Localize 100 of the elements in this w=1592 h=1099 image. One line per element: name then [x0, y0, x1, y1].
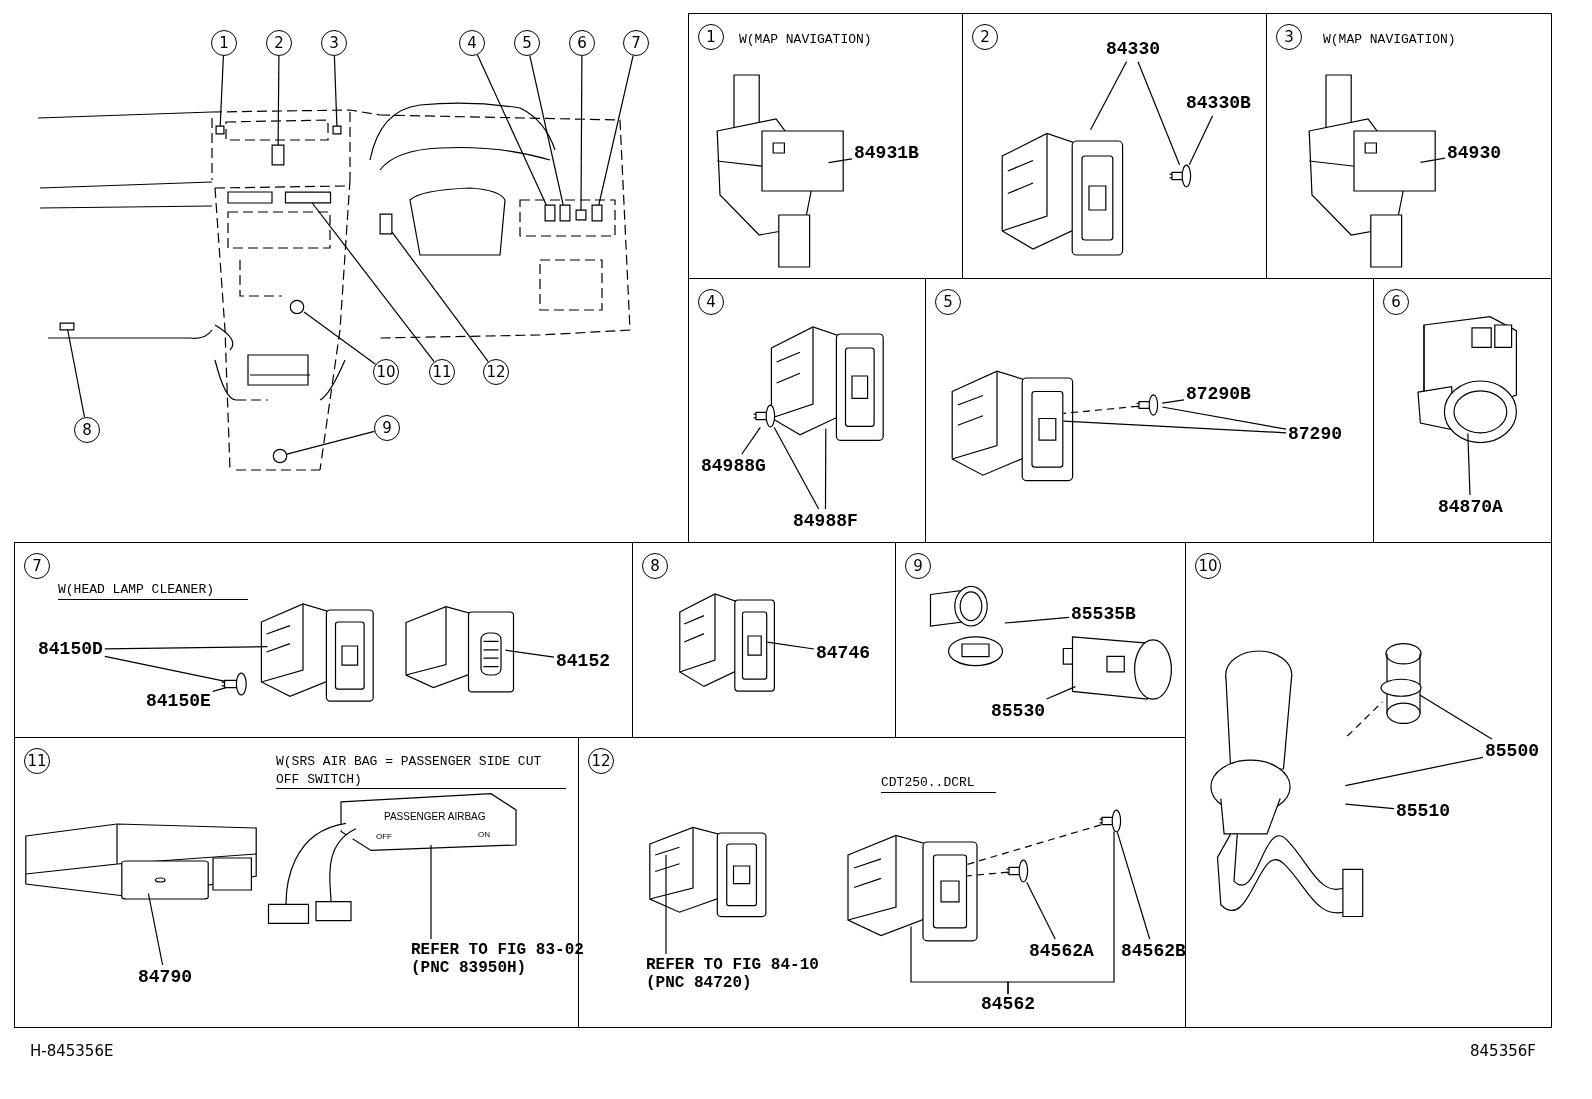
leader-line [277, 55, 280, 146]
printed-marking: OFF [376, 832, 392, 841]
leader-line [67, 329, 86, 418]
leader-line [1344, 756, 1484, 787]
reference-note: REFER TO FIG 84-10 (PNC 84720) [646, 956, 836, 993]
part-number: 85535B [1071, 604, 1136, 625]
leader-line [1007, 830, 1115, 995]
dashed-guide-line [1062, 405, 1139, 414]
callout-number: 5 [514, 30, 540, 56]
part-number: 85500 [1485, 741, 1539, 762]
leader-line [104, 655, 226, 682]
condition-note: CDT250..DCRL [881, 774, 996, 793]
leader-line [1161, 399, 1185, 404]
leader-line [219, 55, 224, 127]
leader-line [827, 158, 853, 164]
condition-note: W(HEAD LAMP CLEANER) [58, 581, 248, 600]
callout-number: 9 [905, 553, 931, 579]
switch-location-mark [560, 205, 570, 221]
callout-number: 10 [1195, 553, 1221, 579]
leader-line [741, 426, 761, 455]
part-number: 84746 [816, 643, 870, 664]
condition-note: W(MAP NAVIGATION) [739, 31, 873, 49]
part-number: 84150E [146, 691, 211, 712]
callout-number: 12 [588, 748, 614, 774]
parts-panel [1185, 542, 1552, 1028]
leader-line [333, 55, 338, 127]
leader-line [104, 646, 268, 650]
part-number: 85510 [1396, 801, 1450, 822]
switch-location-mark [290, 300, 304, 314]
leader-line [1188, 115, 1214, 166]
part-number: 84790 [138, 967, 192, 988]
callout-number: 6 [1383, 289, 1409, 315]
part-number: 84870A [1438, 497, 1503, 518]
callout-number: 5 [935, 289, 961, 315]
callout-number: 2 [266, 30, 292, 56]
part-number: 84562A [1029, 941, 1094, 962]
switch-location-mark [273, 449, 287, 463]
switch-location-mark [285, 192, 331, 203]
leader-line [286, 430, 375, 455]
leader-line [529, 55, 564, 206]
part-number: 84330 [1106, 39, 1160, 60]
callout-number: 1 [211, 30, 237, 56]
leader-line [1344, 803, 1395, 810]
callout-number: 9 [374, 415, 400, 441]
leader-line [773, 426, 820, 510]
leader-line [1116, 831, 1151, 940]
leader-line [1062, 420, 1287, 434]
leader-line [1046, 686, 1076, 700]
leader-line [1004, 616, 1070, 624]
callout-number: 1 [698, 24, 724, 50]
printed-marking: ON [478, 830, 490, 839]
leader-line [212, 687, 226, 692]
leader-line [504, 649, 555, 658]
dashed-guide-line [966, 824, 1102, 865]
leader-line [1137, 61, 1181, 166]
part-number: 84330B [1186, 93, 1251, 114]
part-number: 84152 [556, 651, 610, 672]
parts-panel [1266, 13, 1552, 279]
switch-location-mark [333, 126, 341, 134]
switch-location-mark [60, 323, 74, 330]
switch-location-mark [216, 126, 224, 134]
part-number: 84930 [1447, 143, 1501, 164]
printed-marking: PASSENGER AIRBAG [384, 811, 486, 822]
leader-line [476, 54, 547, 206]
callout-number: 4 [698, 289, 724, 315]
dashed-guide-line [966, 871, 1009, 877]
callout-number: 4 [459, 30, 485, 56]
callout-number: 12 [483, 359, 509, 385]
part-number: 84988F [793, 511, 858, 532]
callout-number: 11 [429, 359, 455, 385]
part-number: 87290B [1186, 384, 1251, 405]
leader-line [1026, 881, 1056, 940]
switch-location-mark [272, 145, 284, 165]
callout-number: 8 [74, 417, 100, 443]
switch-location-mark [592, 205, 602, 221]
condition-note: W(SRS AIR BAG = PASSENGER SIDE CUT OFF SWITCH) [276, 753, 566, 790]
leader-line [598, 55, 634, 206]
callout-number: 7 [623, 30, 649, 56]
airbag-switch-drawing [266, 791, 516, 926]
callout-number: 6 [569, 30, 595, 56]
dashed-guide-line [1346, 701, 1383, 737]
callout-number: 11 [24, 748, 50, 774]
callout-number: 3 [321, 30, 347, 56]
leader-line [303, 311, 377, 365]
part-number: 84150D [38, 639, 103, 660]
drawing-number: 845356F [1470, 1042, 1536, 1060]
part-number: 84562 [981, 994, 1035, 1015]
callout-number: 3 [1276, 24, 1302, 50]
leader-line [311, 202, 435, 363]
condition-note: W(MAP NAVIGATION) [1323, 31, 1457, 49]
switch-location-mark [576, 210, 586, 220]
leader-line [147, 892, 164, 966]
drawing-number: H-845356E [30, 1042, 114, 1060]
switch-location-mark [545, 205, 555, 221]
leader-line [1419, 694, 1493, 740]
leader-line [391, 231, 489, 363]
parts-panel [14, 542, 633, 738]
leader-line [1161, 406, 1287, 430]
callout-number: 7 [24, 553, 50, 579]
switch-location-mark [380, 214, 392, 234]
